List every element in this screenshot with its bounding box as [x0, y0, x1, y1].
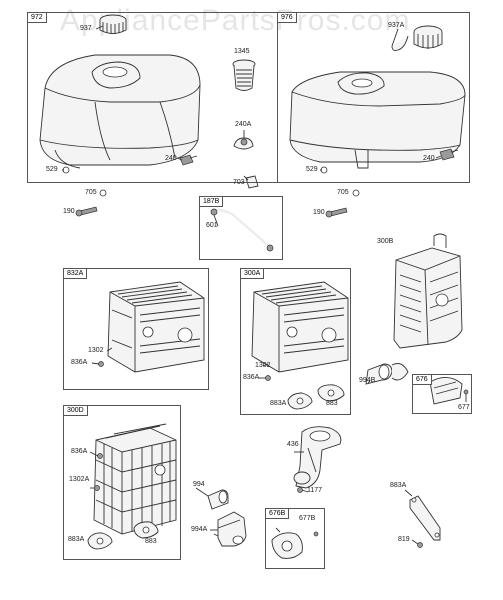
box-676B: 676B	[265, 508, 325, 569]
bolt-190-left	[75, 206, 98, 217]
muffler-300D	[93, 423, 177, 535]
muffler-300A	[251, 281, 349, 373]
leader-lines	[62, 25, 467, 545]
callout-836A-300D: 836A	[71, 448, 88, 455]
callout-240-left: 240	[165, 155, 177, 162]
box-label-676: 676	[412, 374, 432, 385]
callout-937A: 937A	[388, 22, 405, 29]
callout-190-right: 190	[313, 209, 325, 216]
bolt-190-right	[325, 207, 348, 218]
box-label-976: 976	[277, 12, 297, 23]
callout-1302-300A: 1302	[255, 362, 271, 369]
gasket-883A	[287, 392, 313, 410]
callout-994: 994	[193, 481, 205, 488]
part-240A	[233, 137, 254, 150]
fuel-tank-972	[39, 54, 201, 169]
box-300A: 300A	[240, 268, 351, 415]
callout-529-left: 529	[46, 166, 58, 173]
callout-1345: 1345	[234, 48, 250, 55]
fuel-filter-1345	[232, 59, 256, 91]
fuel-tank-976	[289, 71, 466, 169]
box-label-972: 972	[27, 12, 47, 23]
callout-836A-300A: 836A	[243, 374, 260, 381]
box-label-300D: 300D	[63, 405, 88, 416]
part-994A	[213, 511, 247, 547]
box-label-300A: 300A	[240, 268, 265, 279]
box-972: 972	[27, 12, 278, 183]
callout-883A-300D: 883A	[68, 536, 85, 543]
callout-1302-832A: 1302	[88, 347, 104, 354]
callout-705-right: 705	[337, 189, 349, 196]
callout-190-left: 190	[63, 208, 75, 215]
box-300D: 300D	[63, 405, 181, 560]
exhaust-elbow-436	[293, 426, 342, 489]
gasket-883	[317, 384, 345, 402]
box-832A: 832A	[63, 268, 209, 390]
fuel-cap-937A	[391, 25, 443, 51]
callout-883A-right: 883A	[390, 482, 407, 489]
box-label-832A: 832A	[63, 268, 88, 279]
callout-994A: 994A	[191, 526, 208, 533]
part-994	[207, 489, 229, 510]
callout-601: 601	[206, 222, 218, 229]
box-label-187B: 187B	[199, 196, 224, 207]
fuel-cap-937	[99, 14, 127, 34]
callout-883-300D: 883	[145, 538, 157, 545]
callout-883A-300A: 883A	[270, 400, 287, 407]
part-994B	[365, 363, 409, 385]
muffler-300B	[393, 233, 463, 349]
gasket-883A-300D	[87, 532, 113, 550]
callout-994B: 994B	[359, 377, 376, 384]
fuel-line-187B	[209, 208, 274, 252]
callout-819: 819	[398, 536, 410, 543]
box-label-676B: 676B	[265, 508, 290, 519]
callout-677B: 677B	[299, 515, 316, 522]
callout-703: 703	[233, 179, 245, 186]
callout-1177: 1177	[307, 487, 323, 494]
box-676: 676	[412, 374, 472, 414]
callout-937: 937	[80, 25, 92, 32]
muffler-832A	[107, 281, 205, 373]
callout-677: 677	[458, 404, 470, 411]
fitting-240-right	[439, 148, 459, 161]
callout-436: 436	[287, 441, 299, 448]
guard-676	[429, 377, 469, 405]
callout-240A: 240A	[235, 121, 252, 128]
callout-240-right: 240	[423, 155, 435, 162]
callout-300B: 300B	[377, 238, 394, 245]
callout-836A-832A: 836A	[71, 359, 88, 366]
box-976: 976	[277, 12, 470, 183]
fitting-240-left	[179, 154, 198, 166]
callout-705-left: 705	[85, 189, 97, 196]
box-187B: 187B	[199, 196, 283, 260]
callout-1302A: 1302A	[69, 476, 90, 483]
gasket-883-300D	[133, 521, 159, 539]
callout-529-right: 529	[306, 166, 318, 173]
bracket-883A	[409, 495, 441, 541]
callout-883-300A: 883	[326, 400, 338, 407]
guard-676B	[271, 527, 303, 559]
